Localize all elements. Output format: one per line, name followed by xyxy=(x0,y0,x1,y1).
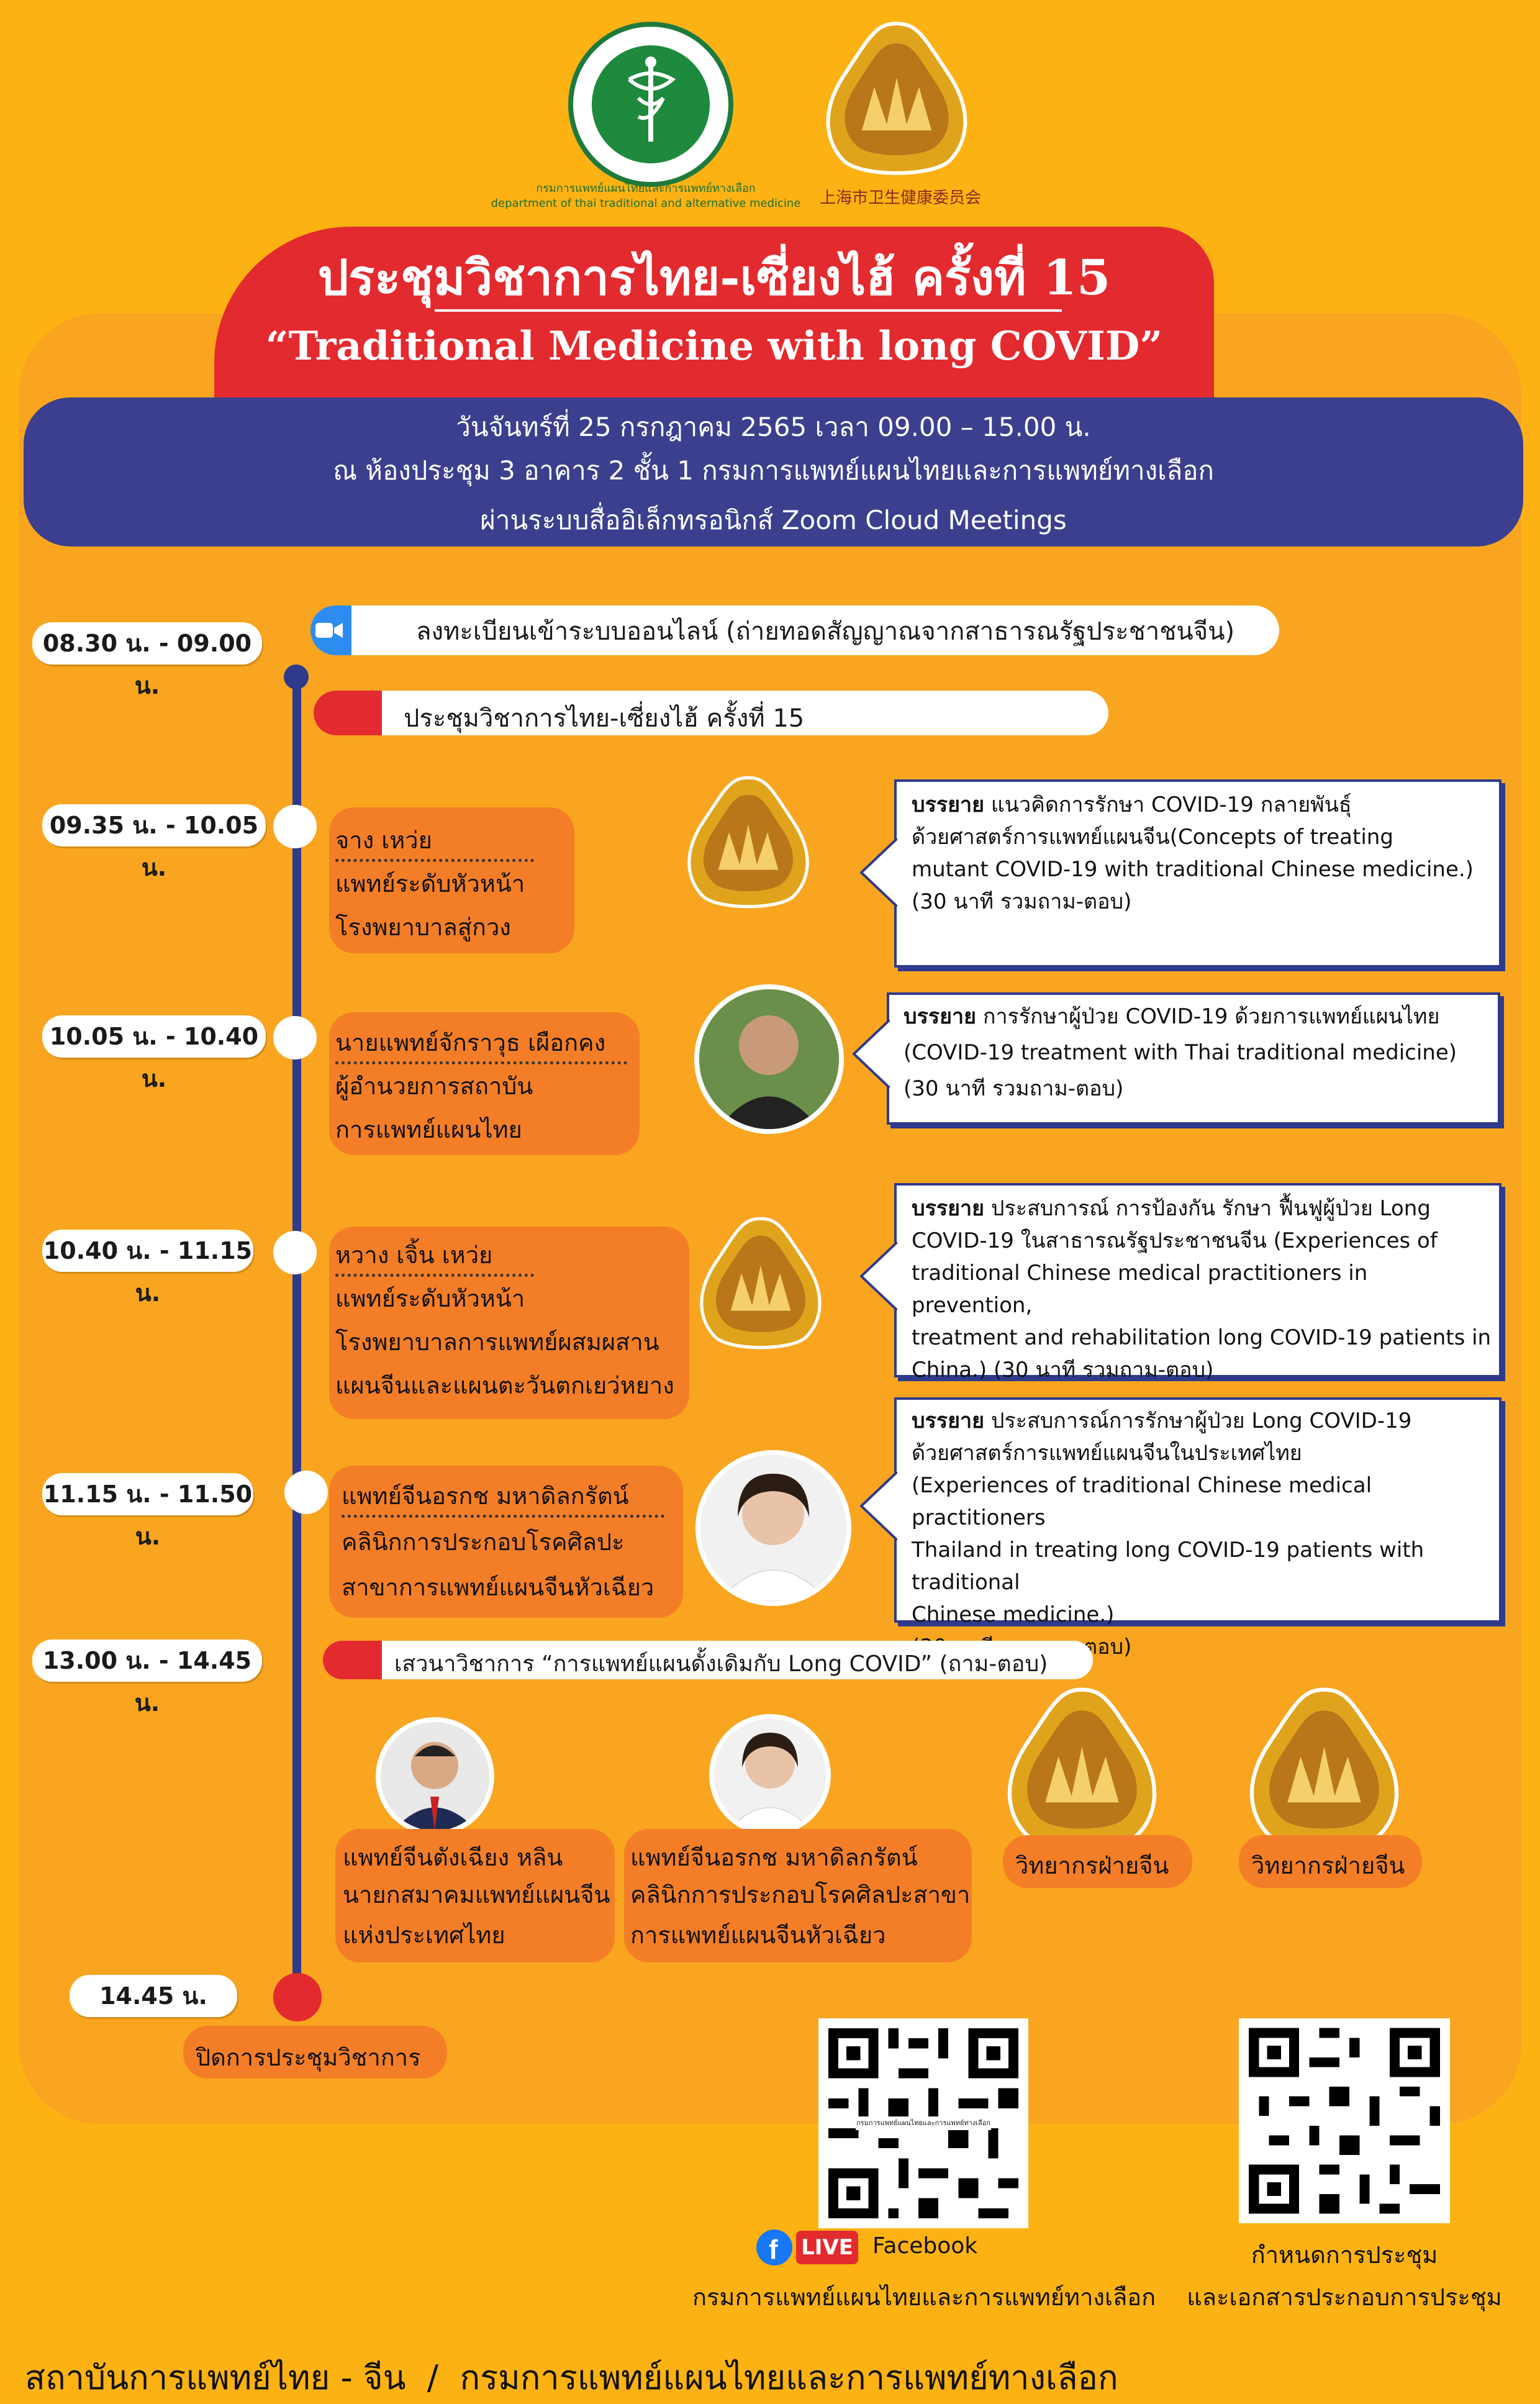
panel-title-pill xyxy=(323,1641,1093,1679)
talk-4-pointer xyxy=(860,1472,897,1540)
talk-1-shanghai-logo xyxy=(687,776,809,909)
talk-4-time: 11.15 น. - 11.50 น. xyxy=(42,1473,253,1550)
event-venue: ณ ห้องประชุม 3 อาคาร 2 ชั้น 1 กรมการแพทย… xyxy=(333,455,1214,486)
talk-4-speaker-card xyxy=(329,1466,683,1618)
talk-2-speaker-name: นายแพทย์จักราวุธ เผือกคง xyxy=(335,1023,627,1064)
facebook-caption: กรมการแพทย์แผนไทยและการแพทย์ทางเลือก xyxy=(692,2284,1156,2311)
talk-3-description-card xyxy=(894,1183,1502,1377)
panelist-4-card xyxy=(1239,1835,1422,1888)
talk-4-speaker-name: แพทย์จีนอรกช มหาดิลกรัตน์ xyxy=(342,1477,664,1518)
shanghai-commission-name: 上海市卫生健康委员会 xyxy=(819,189,981,207)
timeline-node-4 xyxy=(284,1471,328,1514)
talk-1-description: บรรยาย แนวคิดการรักษา COVID-19 กลายพันธุ… xyxy=(912,792,1474,914)
panelist-2-name: แพทย์จีนอรกช มหาดิลกรัตน์ xyxy=(630,1844,918,1871)
video-camera-icon xyxy=(310,606,351,655)
panel-title: เสวนาวิชาการ “การแพทย์แผนดั้งเดิมกับ Lon… xyxy=(394,1651,1048,1677)
event-channel: ผ่านระบบสื่ออิเล็กทรอนิกส์ Zoom Cloud Me… xyxy=(480,505,1067,535)
talk-4-speaker-title: คลินิกการประกอบโรคศิลปะ xyxy=(342,1528,625,1556)
timeline-line xyxy=(292,671,301,1997)
talk-2-description: บรรยาย การรักษาผู้ป่วย COVID-19 ด้วยการแ… xyxy=(904,1004,1457,1101)
talk-2-pointer xyxy=(853,1020,890,1088)
panelist-1-card xyxy=(335,1829,615,1962)
talk-2-speaker-title: ผู้อำนวยการสถาบัน xyxy=(335,1073,533,1100)
title-ribbon xyxy=(214,227,1214,397)
page-title-english: “Traditional Medicine with long COVID” xyxy=(265,323,1163,370)
session-title: ประชุมวิชาการไทย-เซี่ยงไฮ้ ครั้งที่ 15 xyxy=(404,704,805,733)
panel-time: 13.00 น. - 14.45 น. xyxy=(32,1640,262,1717)
timeline-node-3 xyxy=(273,1231,317,1274)
meeting-docs-qr-code[interactable] xyxy=(1239,2018,1450,2223)
talk-3-speaker-title: แพทย์ระดับหัวหน้า xyxy=(335,1285,525,1312)
talk-4-speaker-photo xyxy=(695,1450,851,1606)
timeline-node-2 xyxy=(273,1016,317,1059)
docs-caption-1: กำหนดการประชุม xyxy=(1251,2241,1438,2269)
docs-caption-2: และเอกสารประกอบการประชุม xyxy=(1187,2284,1502,2311)
session-title-pill xyxy=(314,691,1108,735)
talk-2-speaker-org: การแพทย์แผนไทย xyxy=(335,1116,522,1143)
event-info-band xyxy=(24,397,1523,547)
registration-pill xyxy=(310,606,1279,655)
panelist-1-photo xyxy=(376,1717,494,1836)
talk-3-shanghai-logo xyxy=(700,1217,822,1349)
panel-title-accent xyxy=(323,1641,382,1679)
registration-time: 08.30 น. - 09.00 น. xyxy=(32,622,262,699)
facebook-live-qr-code[interactable]: กรมการแพทย์แผนไทยและการแพทย์ทางเลือก xyxy=(818,2018,1028,2228)
talk-4-description: บรรยาย ประสบการณ์การรักษาผู้ป่วย Long CO… xyxy=(912,1408,1424,1659)
talk-1-time: 09.35 น. - 10.05 น. xyxy=(42,804,266,881)
closing-time: 14.45 น. xyxy=(70,1975,237,2017)
closing-text: ปิดการประชุมวิชาการ xyxy=(196,2044,421,2071)
title-divider xyxy=(435,309,1062,312)
panelist-1-title: นายกสมาคมแพทย์แผนจีน xyxy=(343,1881,610,1908)
facebook-icon: f xyxy=(756,2229,792,2266)
facebook-qr-caption: กรมการแพทย์แผนไทยและการแพทย์ทางเลือก xyxy=(856,2116,991,2130)
talk-1-speaker-title: แพทย์ระดับหัวหน้า xyxy=(335,870,525,897)
timeline-node-1 xyxy=(273,805,317,848)
ministry-department-caption: กรมการแพทย์แผนไทยและการแพทย์ทางเลือก dep… xyxy=(491,182,801,210)
talk-3-speaker-name: หวาง เจิ้น เหว่ย xyxy=(335,1236,534,1277)
panelist-3-shanghai-logo xyxy=(1007,1687,1157,1849)
talk-3-speaker-org: โรงพยาบาลการแพทย์ผสมผสาน xyxy=(335,1328,659,1356)
talk-3-description: บรรยาย ประสบการณ์ การป้องกัน รักษา ฟื้นฟ… xyxy=(912,1196,1492,1382)
facebook-label[interactable]: Facebook xyxy=(872,2233,978,2259)
panelist-4-name: วิทยากรฝ่ายจีน xyxy=(1251,1852,1405,1879)
talk-2-speaker-photo xyxy=(694,984,844,1134)
talk-3-pointer xyxy=(860,1242,897,1310)
footer-text: สถาบันการแพทย์ไทย - จีน / กรมการแพทย์แผน… xyxy=(25,2358,1118,2397)
talk-1-pointer xyxy=(860,838,897,907)
talk-2-time: 10.05 น. - 10.40 น. xyxy=(42,1015,266,1092)
panelist-2-org: การแพทย์แผนจีนหัวเฉียว xyxy=(630,1921,886,1949)
ministry-of-public-health-logo xyxy=(568,22,733,187)
panelist-1-org: แห่งประเทศไทย xyxy=(343,1921,505,1949)
event-date: วันจันทร์ที่ 25 กรกฎาคม 2565 เวลา 09.00 … xyxy=(456,412,1091,442)
panelist-2-title: คลินิกการประกอบโรคศิลปะสาขา xyxy=(630,1881,971,1908)
timeline-start-dot xyxy=(284,665,309,689)
session-title-accent xyxy=(314,691,382,735)
panelist-4-shanghai-logo xyxy=(1249,1687,1399,1849)
talk-1-speaker-org: โรงพยาบาลสู่กวง xyxy=(335,914,511,941)
closing-card xyxy=(183,2026,447,2079)
panelist-1-name: แพทย์จีนตังเฉียง หลิน xyxy=(343,1844,563,1871)
talk-4-description-card xyxy=(894,1397,1502,1623)
talk-3-speaker-org-2: แผนจีนและแผนตะวันตกเยว่หยาง xyxy=(335,1372,674,1399)
page-title-thai: ประชุมวิชาการไทย-เซี่ยงไฮ้ ครั้งที่ 15 xyxy=(317,250,1111,306)
timeline-end-dot xyxy=(273,1973,322,2021)
talk-4-speaker-org: สาขาการแพทย์แผนจีนหัวเฉียว xyxy=(342,1574,654,1601)
talk-1-speaker-card xyxy=(329,807,574,953)
panelist-2-card xyxy=(624,1829,972,1962)
registration-text: ลงทะเบียนเข้าระบบออนไลน์ (ถ่ายทอดสัญญาณจ… xyxy=(416,617,1235,646)
talk-3-time: 10.40 น. - 11.15 น. xyxy=(42,1230,253,1307)
shanghai-health-commission-logo xyxy=(826,21,967,175)
panelist-2-photo xyxy=(709,1714,831,1836)
talk-1-speaker-name: จาง เหว่ย xyxy=(335,821,534,862)
panelist-3-name: วิทยากรฝ่ายจีน xyxy=(1015,1852,1169,1879)
talk-2-speaker-card xyxy=(329,1012,640,1155)
talk-1-description-card xyxy=(894,779,1502,968)
talk-3-speaker-card xyxy=(329,1227,689,1419)
panelist-3-card xyxy=(1003,1835,1192,1888)
live-badge: LIVE xyxy=(796,2231,858,2264)
